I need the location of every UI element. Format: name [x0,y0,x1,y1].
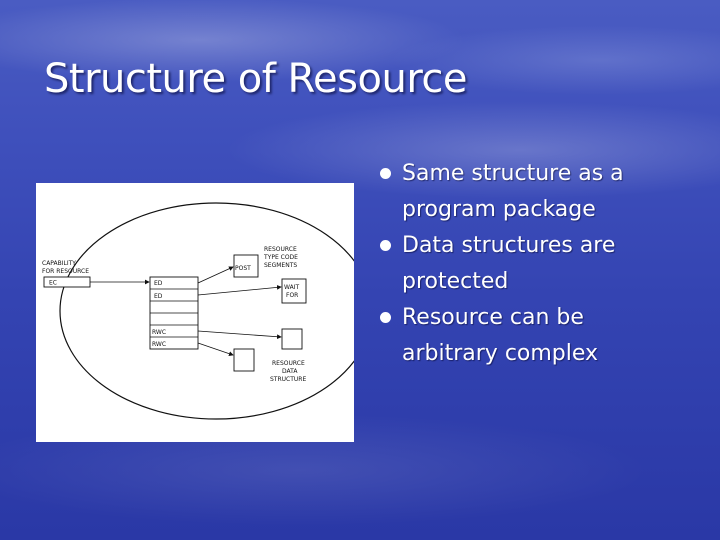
resource-boundary [59,202,354,420]
bullet-item: Same structure as a program package [380,156,700,228]
slide-title: Structure of Resource [44,56,468,102]
post-box [233,254,259,278]
wait-label-line1: WAIT [284,284,299,291]
bullet-text: Same structure as a program package [402,161,624,222]
code-label-line3: SEGMENTS [264,262,297,269]
ed-label-1: ED [154,280,163,287]
arrow-to-data-structure [197,342,234,356]
code-label-line2: TYPE CODE [263,254,298,261]
bullet-dot-icon [380,312,391,323]
arrow-to-empty-box [197,330,282,340]
capability-label-line1: CAPABILITY [42,260,76,267]
data-structure-box [233,348,255,372]
ds-label-line1: RESOURCE [272,360,305,367]
bullet-text: Resource can be arbitrary complex [402,305,599,366]
capability-label-line2: FOR RESOURCE [42,268,89,275]
bullet-text: Data structures are protected [402,233,616,294]
bullet-dot-icon [380,168,391,179]
wait-for-box [281,278,307,304]
arrow-to-post [197,266,234,284]
bullet-item: Data structures are protected [380,228,700,300]
code-label-line1: RESOURCE [264,246,297,253]
resource-structure-diagram: CAPABILITY FOR RESOURCE EC ED ED RWC RWC… [36,183,354,442]
bullet-list: Same structure as a program package Data… [380,156,700,372]
ec-label: EC [49,280,57,287]
empty-box [281,328,303,350]
ed-label-2: ED [154,293,163,300]
diagram-svg: CAPABILITY FOR RESOURCE EC ED ED RWC RWC… [42,202,354,420]
rwc-label-1: RWC [152,329,166,336]
rwc-label-2: RWC [152,341,166,348]
wait-label-line2: FOR [286,292,298,299]
post-label: POST [235,265,251,272]
bullet-dot-icon [380,240,391,251]
ds-label-line2: DATA [282,368,298,375]
arrow-to-wait [197,284,282,296]
ds-label-line3: STRUCTURE [270,376,306,383]
bullet-item: Resource can be arbitrary complex [380,300,700,372]
